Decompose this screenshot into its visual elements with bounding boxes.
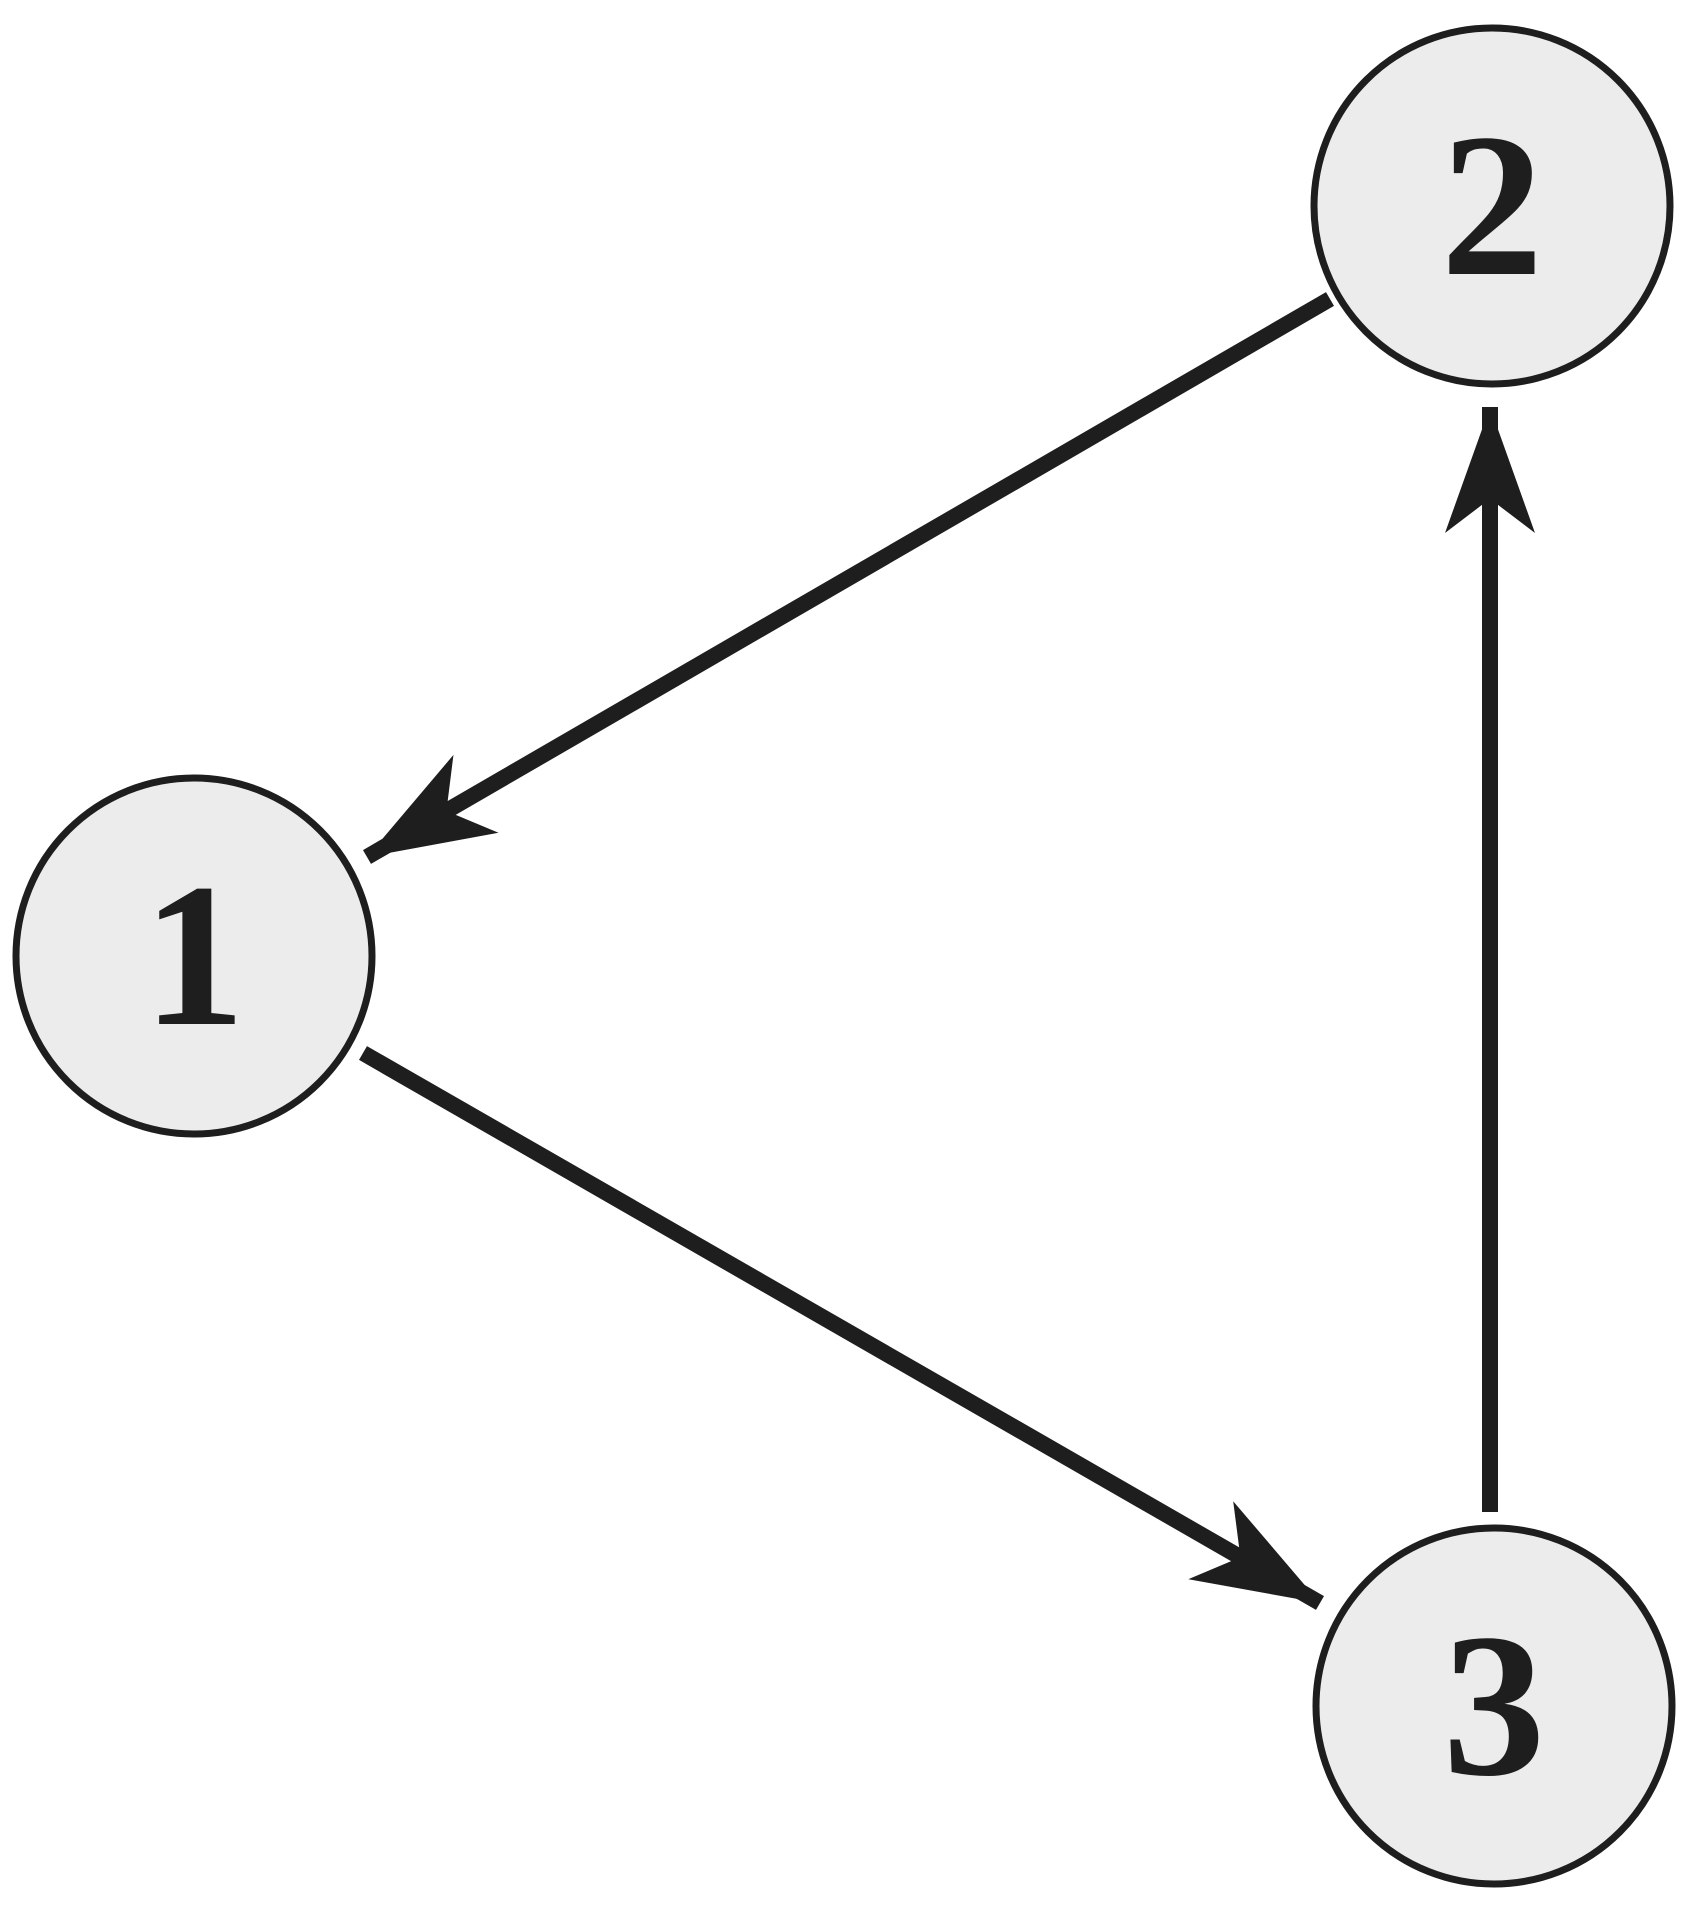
node-label-3: 3 <box>1443 1592 1546 1819</box>
node-circle-1 <box>12 774 376 1138</box>
graph-node-3: 3 <box>1312 1524 1676 1888</box>
edge-2-to-1 <box>362 292 1335 864</box>
node-circle-3 <box>1312 1524 1676 1888</box>
graph-node-2: 2 <box>1310 24 1674 388</box>
node-label-1: 1 <box>143 842 246 1069</box>
node-label-2: 2 <box>1441 92 1544 319</box>
node-circle-2 <box>1310 24 1674 388</box>
graph-node-1: 1 <box>12 774 376 1138</box>
edge-1-to-3 <box>359 1046 1324 1610</box>
